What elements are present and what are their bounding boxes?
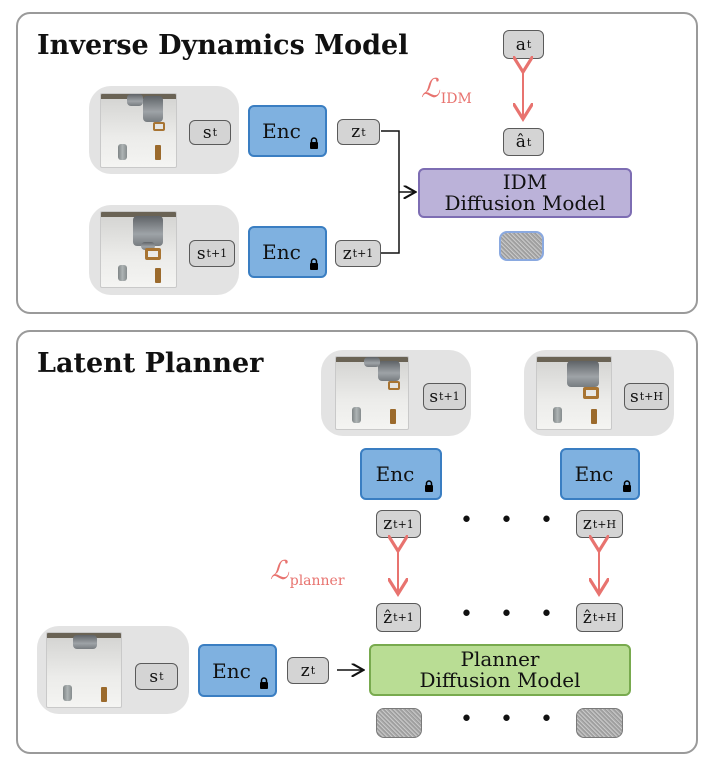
planner-encoder-tH: Enc (560, 448, 640, 500)
planner-pred-zt1-sub: t+1 (393, 611, 414, 624)
idm-loss-label: ℒIDM (421, 74, 472, 107)
planner-latent-ztH-sub: t+H (592, 517, 617, 531)
action-ahat-label: â (515, 132, 526, 152)
idm-encoder-bottom-label: Enc (262, 240, 301, 264)
planner-loss-symbol: ℒ (270, 556, 289, 586)
action-at-sub: t (526, 38, 532, 51)
ellipsis-z: • • • (460, 508, 563, 533)
planner-state-st-label: s (149, 666, 159, 687)
planner-latent-ztH-label: z (582, 514, 592, 534)
idm-noise-input (499, 231, 544, 261)
lock-icon (260, 677, 268, 689)
idm-diffusion-line1: IDM (502, 170, 548, 194)
planner-pred-ztH-sub: t+H (592, 611, 617, 624)
ellipsis-zhat: • • • (460, 602, 563, 627)
planner-loss-label: ℒplanner (270, 556, 345, 589)
action-at-label: a (515, 34, 526, 55)
planner-latent-zt1-sub: t+1 (393, 517, 414, 531)
planner-latent-zt-sub: t (310, 664, 316, 677)
image-st1 (100, 211, 177, 288)
planner-diffusion-line2: Diffusion Model (419, 668, 581, 692)
lock-icon (310, 137, 318, 149)
latent-zt1-sub: t+1 (352, 247, 374, 260)
planner-encoder-t1: Enc (360, 448, 442, 500)
planner-latent-zt1-label: z (383, 514, 393, 534)
planner-state-stH-sub: t+H (639, 390, 663, 403)
planner-loss-sub: planner (289, 573, 345, 589)
planner-noise-input-1 (376, 708, 422, 738)
planner-encoder-tH-label: Enc (574, 462, 614, 486)
planner-state-st1-sub: t+1 (439, 390, 460, 403)
latent-zt1-label: z (342, 243, 352, 264)
idm-diffusion-line2: Diffusion Model (444, 191, 606, 215)
idm-title: Inverse Dynamics Model (37, 30, 409, 61)
state-st1-sub: t+1 (206, 247, 228, 260)
planner-state-st1-label: s (429, 386, 439, 407)
planner-image-stH (536, 356, 612, 430)
idm-encoder-top: Enc (248, 105, 327, 157)
planner-encoder-t1-label: Enc (375, 462, 415, 486)
latent-zt-label: z (351, 122, 361, 142)
state-st1-label: s (196, 243, 206, 264)
latent-zt-sub: t (361, 125, 366, 139)
planner-image-st1 (335, 356, 409, 430)
planner-encoder-t-label: Enc (212, 658, 251, 683)
lock-icon (623, 480, 631, 492)
planner-pred-ztH-label: ẑ (582, 607, 592, 628)
lock-icon (425, 480, 433, 492)
state-st-sub: t (212, 126, 218, 139)
planner-diffusion-model: Planner Diffusion Model (369, 644, 631, 696)
state-st-label: s (202, 122, 212, 143)
idm-encoder-top-label: Enc (262, 119, 301, 143)
planner-noise-input-H (576, 708, 623, 738)
planner-latent-zt-label: z (300, 660, 310, 681)
action-ahat-sub: t (526, 135, 532, 149)
image-st (100, 93, 177, 168)
ellipsis-noise: • • • (460, 707, 563, 732)
lock-icon (310, 258, 318, 270)
idm-diffusion-model: IDM Diffusion Model (418, 168, 632, 218)
planner-pred-zt1-label: ẑ (383, 607, 393, 628)
idm-loss-symbol: ℒ (421, 74, 440, 104)
planner-title: Latent Planner (37, 348, 264, 379)
planner-state-st-sub: t (159, 670, 164, 683)
planner-state-stH-label: s (630, 386, 639, 407)
planner-diffusion-line1: Planner (460, 647, 540, 671)
planner-encoder-t: Enc (198, 644, 277, 697)
planner-image-st (46, 632, 122, 708)
idm-encoder-bottom: Enc (248, 226, 327, 278)
idm-loss-sub: IDM (440, 91, 472, 107)
